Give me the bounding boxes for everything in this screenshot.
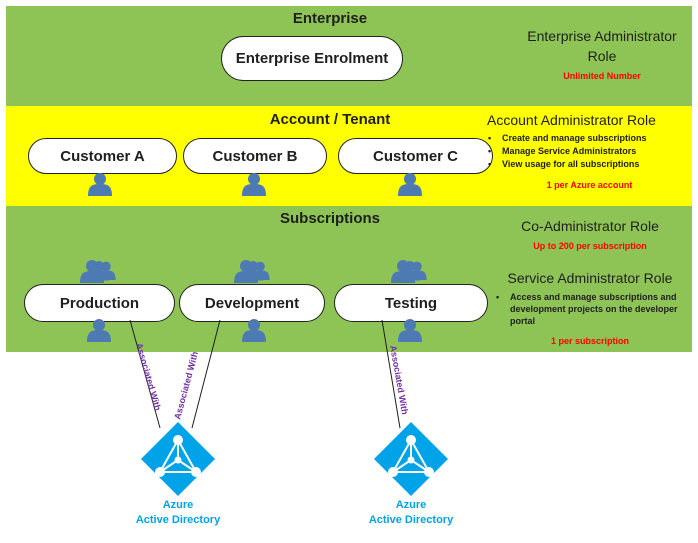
service-admin-role-title: Service Administrator Role [507, 270, 673, 286]
user-group-icon [234, 260, 270, 283]
connector-development-aad [191, 319, 221, 429]
connector-label: Associated With [134, 342, 163, 412]
account-role-bullet: Manage Service Administrators [486, 145, 692, 158]
service-admin-role-note: 1 per subscription [550, 336, 630, 346]
subscriptions-band [6, 206, 692, 352]
aad-label-line1: Azure [162, 499, 194, 511]
enterprise-enrolment-node: Enterprise Enrolment [221, 36, 403, 81]
user-icon [398, 173, 422, 196]
azure-active-directory-icon [373, 421, 449, 497]
account-role-bullet: View usage for all subscriptions [486, 158, 692, 171]
subscription-testing-node: Testing [334, 284, 488, 322]
enterprise-admin-role-title: Enterprise Administrator Role [527, 28, 677, 64]
azure-active-directory-icon [140, 421, 216, 497]
aad-label-line2: Active Directory [135, 514, 221, 526]
customer-a-node: Customer A [28, 138, 177, 174]
account-admin-role-title: Account Administrator Role [487, 112, 656, 128]
user-icon [242, 173, 266, 196]
service-admin-role-bullets: Access and manage subscriptions and deve… [494, 291, 686, 327]
account-admin-role-note: 1 per Azure account [546, 180, 633, 190]
aad-label-right: Azure Active Directory [351, 498, 471, 528]
enterprise-title: Enterprise [292, 10, 368, 27]
subscription-production-node: Production [24, 284, 175, 322]
aad-label-left: Azure Active Directory [118, 498, 238, 528]
user-icon [242, 319, 266, 342]
account-tenant-title: Account / Tenant [269, 111, 391, 128]
account-role-bullet: Create and manage subscriptions [486, 132, 692, 145]
connector-label: Associated With [388, 345, 410, 416]
user-group-icon [391, 260, 427, 283]
service-role-bullet: Access and manage subscriptions and deve… [494, 291, 686, 327]
connector-testing-aad [381, 319, 401, 429]
co-admin-role-note: Up to 200 per subscription [533, 241, 647, 251]
user-icon [88, 173, 112, 196]
enterprise-admin-role-note: Unlimited Number [563, 71, 641, 81]
user-icon [398, 319, 422, 342]
user-group-icon [80, 260, 116, 283]
customer-c-node: Customer C [338, 138, 493, 174]
aad-label-line1: Azure [395, 499, 427, 511]
aad-label-line2: Active Directory [368, 514, 454, 526]
subscriptions-title: Subscriptions [279, 210, 380, 227]
account-admin-role-bullets: Create and manage subscriptions Manage S… [486, 132, 692, 171]
connector-label: Associated With [172, 350, 200, 420]
co-admin-role-title: Co-Administrator Role [521, 218, 659, 234]
user-icon [87, 319, 111, 342]
subscription-development-node: Development [179, 284, 325, 322]
connector-production-aad [129, 319, 161, 429]
customer-b-node: Customer B [183, 138, 327, 174]
